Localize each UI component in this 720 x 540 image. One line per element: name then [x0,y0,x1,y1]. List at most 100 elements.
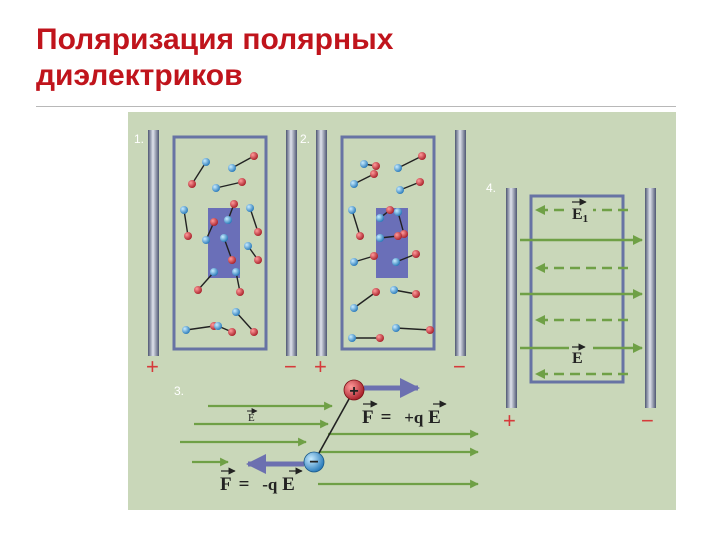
panel-2-dipole [376,232,402,242]
formula-top-coefficient: +q [404,408,424,427]
title-divider [36,106,676,107]
negative-pole [244,242,252,250]
positive-pole [418,152,426,160]
positive-pole [370,170,378,178]
positive-pole [426,326,434,334]
svg-text:F = +q E: F = +q E [362,407,441,428]
panel-1-dielectric-frame [172,135,268,351]
panel-3-force-formula-positive: F = +q E [362,400,447,428]
positive-pole [230,200,238,208]
panel-1-plate-negative [286,130,297,356]
panel-2-plate-negative [455,130,466,356]
panel-1-dipole [188,158,210,188]
panel-2-number: 2. [300,132,310,146]
positive-pole [394,232,402,240]
positive-pole [372,288,380,296]
positive-pole [250,152,258,160]
negative-pole [350,258,358,266]
formula-top-force-symbol: F [362,407,373,428]
panel-4-outer-field-label: E [572,350,583,367]
panel-2-dielectric-frame [340,135,436,351]
negative-pole [394,208,402,216]
positive-pole [228,256,236,264]
formula-top-field-symbol: E [428,407,441,428]
panel-3-negative-charge-sign: − [309,454,318,471]
panel-2-dipole [394,152,426,172]
panel-1-number: 1. [134,132,144,146]
negative-pole [224,216,232,224]
negative-pole [392,324,400,332]
panel-2-dipole [392,324,434,334]
panel-3-dipole-axis [313,389,355,463]
negative-pole [394,164,402,172]
negative-pole [232,308,240,316]
panel-1-dipole [220,234,236,264]
panel-1-dipole [232,268,244,296]
panel-2-minus-sign: − [453,354,466,379]
panel-2-dipole [348,206,364,240]
panel-2-dipole [376,206,394,222]
negative-pole [220,234,228,242]
negative-pole [350,180,358,188]
panel-1-dipole [212,178,246,192]
positive-pole [372,162,380,170]
positive-pole [376,334,384,342]
panel-1-dipole [228,152,258,172]
panel-2-dipole [348,334,384,342]
panel-4-label-background-bottom [569,345,593,367]
panel-2-dipole [392,250,420,266]
negative-pole [392,258,400,266]
polarization-figure: 1. + − 2. + − 4. + − E1 E 3. E + − F = +… [128,112,676,510]
panel-4-inner-field-subscript: 1 [583,213,589,225]
panel-1-dipole [180,206,192,240]
panel-2-plus-sign: + [314,354,327,379]
panel-4-plate-negative [645,188,656,408]
positive-pole [412,290,420,298]
negative-pole [396,186,404,194]
negative-pole [202,236,210,244]
panel-1-minus-sign: − [284,354,297,379]
positive-pole [356,232,364,240]
panel-1-dipole [202,218,218,244]
svg-text:F = -q E: F = -q E [220,474,295,495]
negative-pole [348,206,356,214]
panel-4-dielectric-frame [529,194,625,384]
panel-2-plate-positive [316,130,327,356]
panel-1-dipole [232,308,258,336]
slide-title: Поляризация полярных диэлектриков [36,23,394,92]
positive-pole [416,178,424,186]
negative-pole [210,268,218,276]
panel-1-dipole [246,204,262,236]
panel-2-dipole [350,170,378,188]
positive-pole [386,206,394,214]
positive-pole [254,256,262,264]
panel-3-negative-charge [303,451,325,473]
formula-bottom-field-symbol: E [282,474,295,495]
panel-3-force-formula-negative: F = -q E [220,467,303,495]
panel-1-plate-positive [148,130,159,356]
positive-pole [254,228,262,236]
negative-pole [350,304,358,312]
formula-bottom-force-symbol: F [220,474,231,495]
panel-4-plate-positive [506,188,517,408]
panel-1-dipole [244,242,262,264]
negative-pole [348,334,356,342]
figure-background [128,112,676,510]
negative-pole [180,206,188,214]
negative-pole [376,234,384,242]
positive-pole [250,328,258,336]
panel-2-dipoles [348,152,434,342]
positive-pole [210,218,218,226]
positive-pole [194,286,202,294]
panel-3-number: 3. [174,384,184,398]
panel-3-field-lines [180,401,479,489]
panel-1-plus-sign: + [146,354,159,379]
positive-pole [188,180,196,188]
panel-2-dipole [350,288,380,312]
negative-pole [212,184,220,192]
negative-pole [202,158,210,166]
panel-4-minus-sign: − [641,408,654,433]
panel-1-dipole [214,322,236,336]
panel-4-inner-field-label: E1 [572,206,588,225]
positive-pole [412,250,420,258]
